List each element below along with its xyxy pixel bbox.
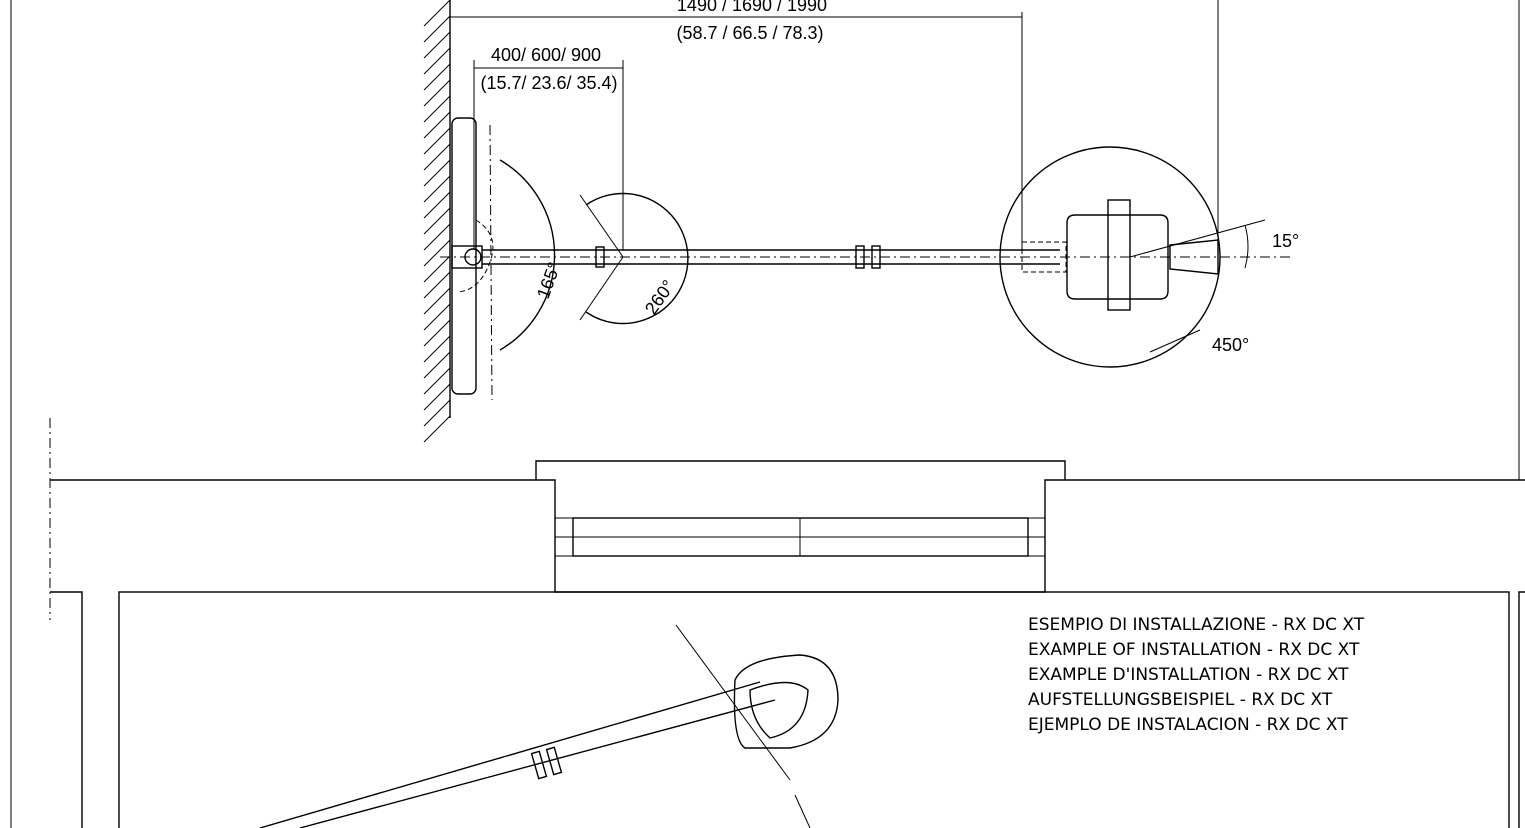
tilt-arc [1244,224,1249,269]
front-view [49,418,1525,828]
hatch-line [423,223,451,251]
hatch-line [423,207,451,235]
hatch-line [423,335,451,363]
hatch-line [423,303,451,331]
hatch-line [423,239,451,267]
wall-swing-arc [499,159,556,351]
hatch-line [423,255,451,283]
bracket-hidden-outline [457,219,494,293]
hatch-line [423,47,451,75]
wall-bracket [451,117,477,395]
mid-joint-collar [595,246,605,268]
hatch-line [423,95,451,123]
x-ray-head-cross [1107,199,1131,311]
hatch-line [423,15,451,43]
perspective-arm-top [259,681,761,828]
x-ray-head-body [1066,214,1169,300]
wall-hatching [423,0,451,443]
perspective-axis [675,624,791,781]
hatch-line [423,383,451,411]
caption-french: EXAMPLE D'INSTALLATION - RX DC XT [1028,665,1349,685]
tilt-line [1129,219,1266,258]
hatch-line [423,399,451,427]
perspective-arm-bottom [299,699,776,828]
perspective-head [733,654,839,749]
caption-block: ESEMPIO DI INSTALLAZIONE - RX DC XT EXAM… [1028,615,1365,735]
ceiling-plate [535,460,1066,480]
inner-room-frame [118,591,1510,828]
hatch-line [423,351,451,379]
hatch-line [423,175,451,203]
coupling-right [871,245,881,269]
hatch-line [423,319,451,347]
head-rotation-angle: 450° [1212,335,1249,355]
hatch-line [423,127,451,155]
overall-dimension-in: (58.7 / 66.5 / 78.3) [676,23,823,43]
perspective-axis-lower [794,794,811,828]
hatch-line [423,31,451,59]
hatch-line [423,367,451,395]
perspective-head-inner [749,681,809,739]
coupling-left [855,245,865,269]
right-wall-outline [1518,591,1525,828]
caption-german: AUFSTELLUNGSBEISPIEL - RX DC XT [1028,690,1333,710]
head-rotation-circle [999,146,1221,368]
caption-spanish: EJEMPLO DE INSTALACION - RX DC XT [1028,715,1348,735]
perspective-coupling-left [530,750,548,780]
arm-dimension-in: (15.7/ 23.6/ 35.4) [480,73,617,93]
caption-english: EXAMPLE OF INSTALLATION - RX DC XT [1028,640,1360,660]
head-rotation-leader [1149,329,1201,353]
hatch-line [423,191,451,219]
hatch-line [423,0,451,27]
mid-swing-arc [585,192,689,325]
hatch-line [423,271,451,299]
hatch-line [423,79,451,107]
caption-italian: ESEMPIO DI INSTALLAZIONE - RX DC XT [1028,615,1365,635]
overall-dimension-mm: 1490 / 1690 / 1990 [677,0,827,15]
wall-swing-axis [489,124,493,401]
hatch-line [423,111,451,139]
hatch-line [423,415,451,443]
x-ray-cone [1169,239,1219,275]
hatch-line [423,63,451,91]
hatch-line [423,159,451,187]
head-tilt-angle: 15° [1272,231,1299,251]
perspective-coupling-right [545,746,563,776]
ceiling-outline [50,479,1525,593]
mid-swing-limit-upper [579,194,624,258]
hatch-line [423,143,451,171]
top-view: 1490 / 1690 / 1990 (58.7 / 66.5 / 78.3) … [423,0,1299,443]
mid-joint-angle: 260° [641,276,679,318]
head-housing-hidden [1021,241,1067,273]
mid-swing-limit-lower [579,256,624,321]
wall-joint-angle: 165° [533,260,565,302]
hatch-line [423,287,451,315]
left-wall-outline [50,591,83,828]
arm-dimension-mm: 400/ 600/ 900 [491,45,601,65]
